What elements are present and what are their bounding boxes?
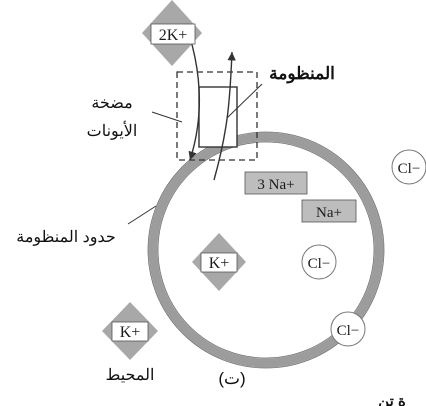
boundary-leader-line <box>127 205 157 225</box>
cl-outside-top-circle: Cl− <box>391 149 426 185</box>
panel-label: (ت) <box>218 369 245 388</box>
system-label: المنظومة <box>269 64 335 84</box>
surroundings-label: المحيط <box>106 367 155 384</box>
cut-off-text: ة تن <box>378 393 406 406</box>
k2-ion-label: 2K+ <box>159 27 188 44</box>
k-inside-ion-label: K+ <box>209 255 230 272</box>
k-inside-diamond: K+ <box>192 233 246 291</box>
system-region-dashed <box>176 71 258 161</box>
cell-membrane-inner-edge <box>157 141 375 359</box>
na-ion-arrow <box>213 51 236 181</box>
cl-inside-circle: Cl− <box>301 244 337 280</box>
na-box: Na+ <box>301 199 357 223</box>
cell-membrane <box>148 132 384 368</box>
na-ion-label: Na+ <box>316 205 342 221</box>
ion-pump-label-line1: مضخة <box>91 95 132 112</box>
ion-pump-label-line2: الأيونات <box>87 121 138 140</box>
pump-leader-line <box>151 111 183 123</box>
ion-pump-box <box>198 86 238 148</box>
k2-diamond: 2K+ <box>142 0 202 66</box>
na3-ion-label: 3 Na+ <box>257 177 294 193</box>
k-outside-ion-label: K+ <box>120 324 141 341</box>
system-leader-line <box>226 83 263 119</box>
cl-inside-label: Cl− <box>308 256 331 272</box>
cl-outside-top-label: Cl− <box>398 161 421 177</box>
system-boundary-label: حدود المنظومة <box>16 229 116 246</box>
cell-membrane-outer-edge <box>147 131 385 369</box>
na3-box: 3 Na+ <box>244 171 308 195</box>
cl-outside-bottom-label: Cl− <box>337 323 360 339</box>
cl-outside-bottom-circle: Cl− <box>330 311 366 347</box>
k-outside-diamond: K+ <box>102 302 158 360</box>
